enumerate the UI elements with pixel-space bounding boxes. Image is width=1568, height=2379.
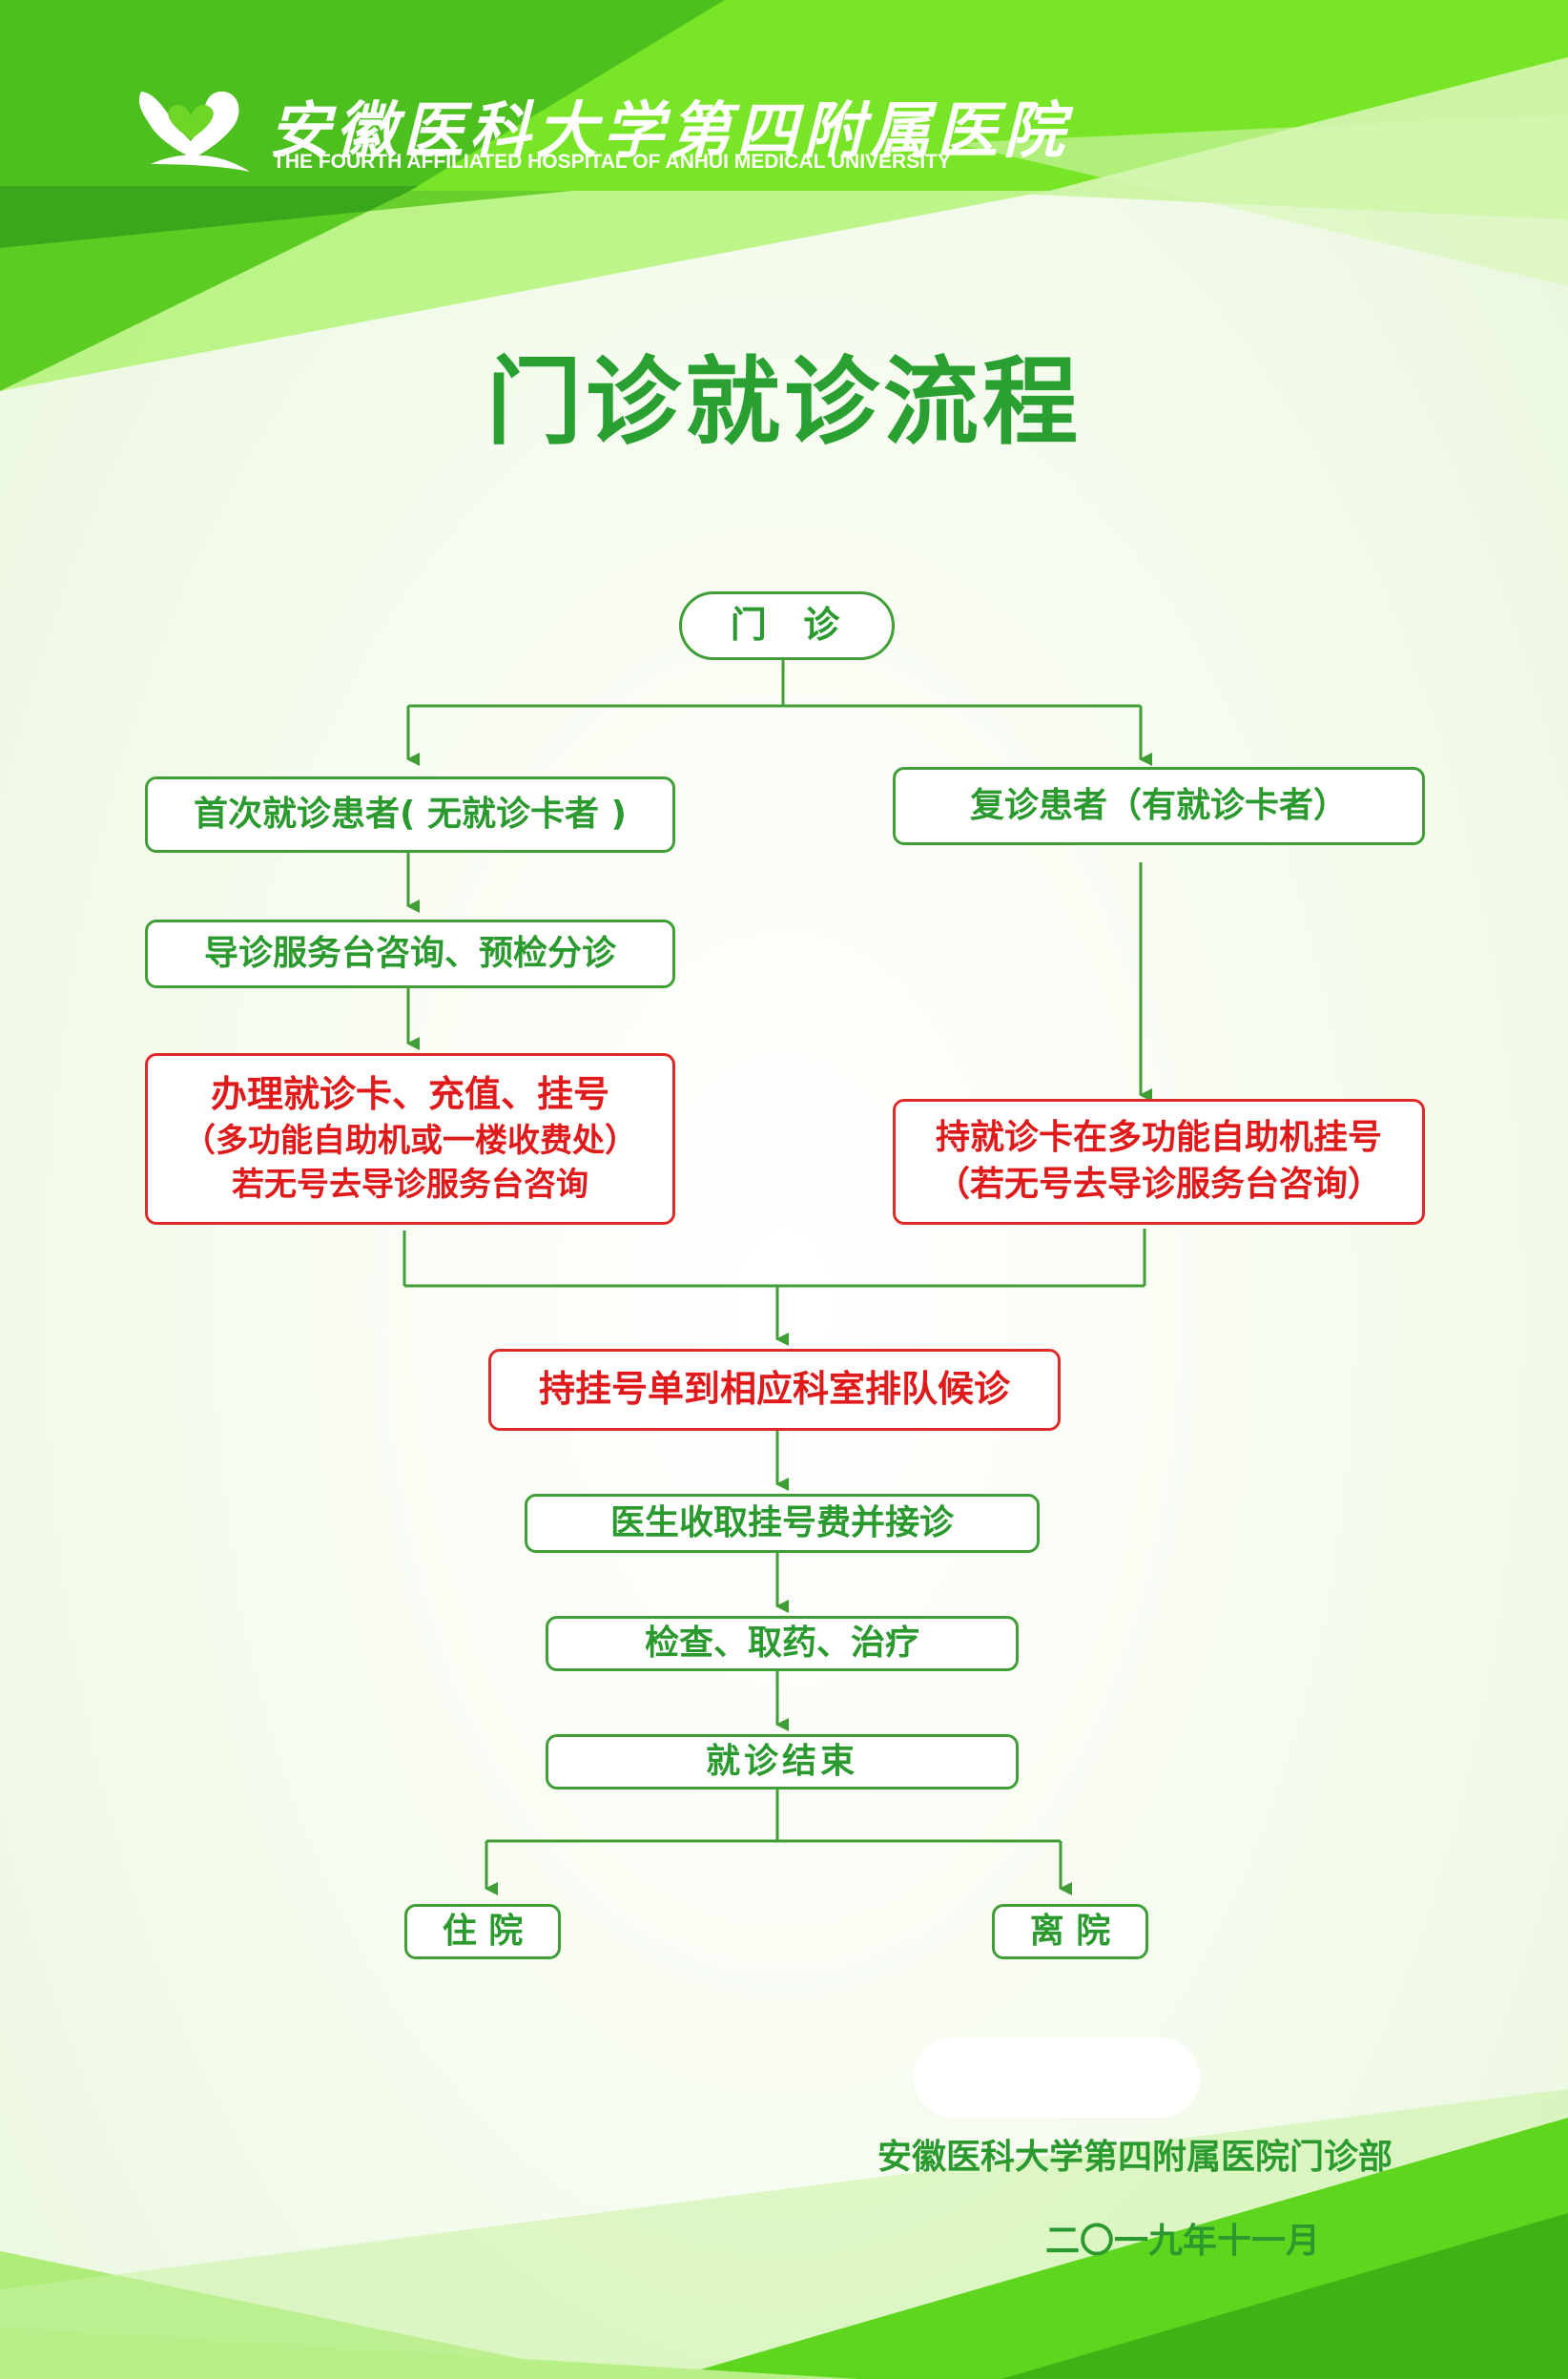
discharge-box: 离 院 <box>992 1904 1148 1959</box>
consult-box: 导诊服务台咨询、预检分诊 <box>145 920 675 988</box>
queue-box: 持挂号单到相应科室排队候诊 <box>488 1349 1061 1431</box>
discharge-label: 离 院 <box>1029 1911 1111 1951</box>
hospitalize-box: 住 院 <box>404 1904 561 1959</box>
register-first-line2: （多功能自助机或一楼收费处） <box>183 1121 637 1160</box>
consult-label: 导诊服务台咨询、预检分诊 <box>203 933 616 973</box>
doctor-label: 医生收取挂号费并接诊 <box>609 1502 954 1542</box>
end-label: 就诊结束 <box>705 1741 858 1781</box>
register-return-line2: （若无号去导诊服务台咨询） <box>935 1165 1382 1204</box>
start-label: 门 诊 <box>730 604 844 647</box>
register-return-box: 持就诊卡在多功能自助机挂号 （若无号去导诊服务台咨询） <box>893 1099 1425 1225</box>
return-visit-label: 复诊患者（有就诊卡者） <box>969 785 1348 825</box>
hospital-name-en: THE FOURTH AFFILIATED HOSPITAL OF ANHUI … <box>273 151 951 173</box>
exam-label: 检查、取药、治疗 <box>644 1623 919 1663</box>
start-outpatient-box: 门 诊 <box>679 591 895 660</box>
register-first-line1: 办理就诊卡、充值、挂号 <box>210 1073 609 1116</box>
return-visit-box: 复诊患者（有就诊卡者） <box>893 767 1425 845</box>
queue-label: 持挂号单到相应科室排队候诊 <box>538 1368 1010 1411</box>
register-first-box: 办理就诊卡、充值、挂号 （多功能自助机或一楼收费处） 若无号去导诊服务台咨询 <box>145 1053 675 1225</box>
hospital-name-cn: 安徽医科大学第四附属医院 <box>269 95 1070 167</box>
footer-department: 安徽医科大学第四附属医院门诊部 <box>877 2138 1393 2177</box>
footer-date: 二〇一九年十一月 <box>1045 2222 1321 2261</box>
end-box: 就诊结束 <box>546 1734 1019 1789</box>
hospital-logo-icon <box>138 91 250 172</box>
register-return-line1: 持就诊卡在多功能自助机挂号 <box>935 1118 1382 1158</box>
white-blob-decoration <box>914 2038 1200 2118</box>
page-title: 门诊就诊流程 <box>486 346 1082 458</box>
doctor-box: 医生收取挂号费并接诊 <box>525 1494 1040 1553</box>
register-first-line3: 若无号去导诊服务台咨询 <box>232 1165 588 1204</box>
first-visit-box: 首次就诊患者( 无就诊卡者 ) <box>145 776 675 853</box>
exam-box: 检查、取药、治疗 <box>546 1616 1019 1671</box>
hospitalize-label: 住 院 <box>442 1911 524 1951</box>
first-visit-label: 首次就诊患者( 无就诊卡者 ) <box>194 794 627 834</box>
